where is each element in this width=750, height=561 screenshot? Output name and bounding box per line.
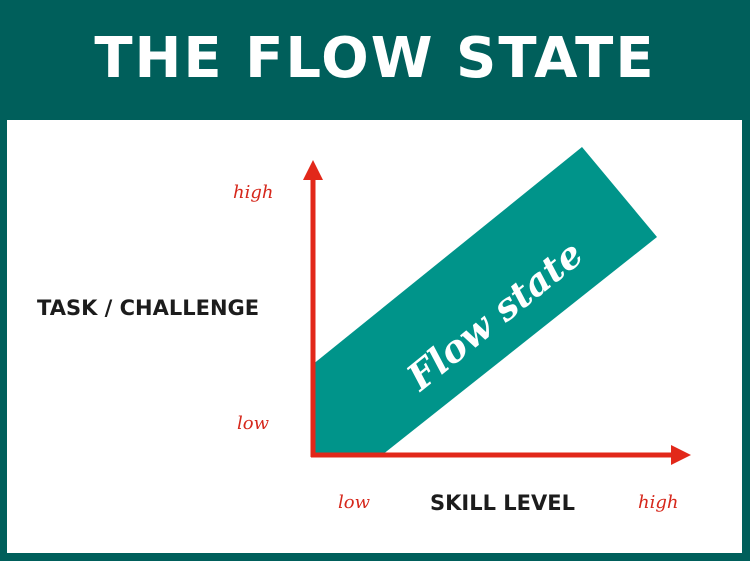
y-axis-title: TASK / CHALLENGE — [37, 296, 260, 320]
y-axis-arrowhead — [303, 160, 323, 180]
x-axis-arrowhead — [671, 445, 691, 465]
x-axis-title: SKILL LEVEL — [430, 491, 575, 515]
flow-diagram: Flow state — [303, 147, 691, 465]
flow-state-band — [312, 147, 657, 455]
diagram-panel: Flow state high TASK / CHALLENGE low low… — [7, 120, 742, 553]
x-axis-low-label: low — [338, 492, 371, 513]
page-title: THE FLOW STATE — [94, 26, 656, 91]
y-axis-high-label: high — [233, 182, 274, 203]
x-axis-high-label: high — [638, 492, 679, 513]
y-axis-low-label: low — [237, 413, 270, 434]
